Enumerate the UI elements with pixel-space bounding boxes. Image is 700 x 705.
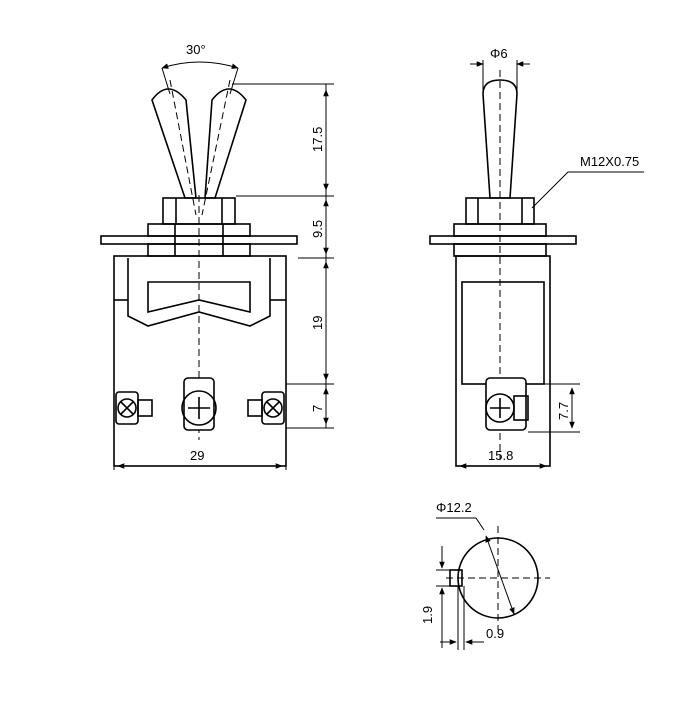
front-lever-right xyxy=(204,88,247,199)
front-terminal-height-label: 7 xyxy=(310,405,325,412)
side-terminal xyxy=(485,377,529,431)
keyway xyxy=(449,569,463,587)
keyway-width-label: 0.9 xyxy=(486,626,504,641)
side-body xyxy=(455,255,551,467)
front-terminal-right xyxy=(247,391,285,425)
front-lever-height-label: 17.5 xyxy=(310,127,325,152)
side-lever-diameter-label: Φ6 xyxy=(490,46,508,61)
front-width-label: 29 xyxy=(190,448,204,463)
front-terminal-center xyxy=(181,377,217,431)
panel-cutout: Φ12.2 1.9 0.9 xyxy=(420,500,550,650)
front-angle-label: 30° xyxy=(186,42,206,57)
front-lever-left xyxy=(151,88,197,199)
front-body xyxy=(113,255,287,467)
side-thread-label: M12X0.75 xyxy=(580,154,639,169)
side-terminal-height-label: 7.7 xyxy=(556,402,571,420)
front-view: 30° 17.5 9.5 19 7 29 xyxy=(100,42,334,470)
front-terminal-left xyxy=(115,391,153,425)
panel-hole-diameter-label: Φ12.2 xyxy=(436,500,472,515)
side-view: Φ6 M12X0.75 7.7 15.8 xyxy=(429,46,644,469)
front-bushing-height-label: 9.5 xyxy=(310,220,325,238)
keyway-height-label: 1.9 xyxy=(420,606,435,624)
front-body-height-label: 19 xyxy=(310,316,325,330)
side-width-label: 15.8 xyxy=(488,448,513,463)
side-plate xyxy=(429,235,577,245)
